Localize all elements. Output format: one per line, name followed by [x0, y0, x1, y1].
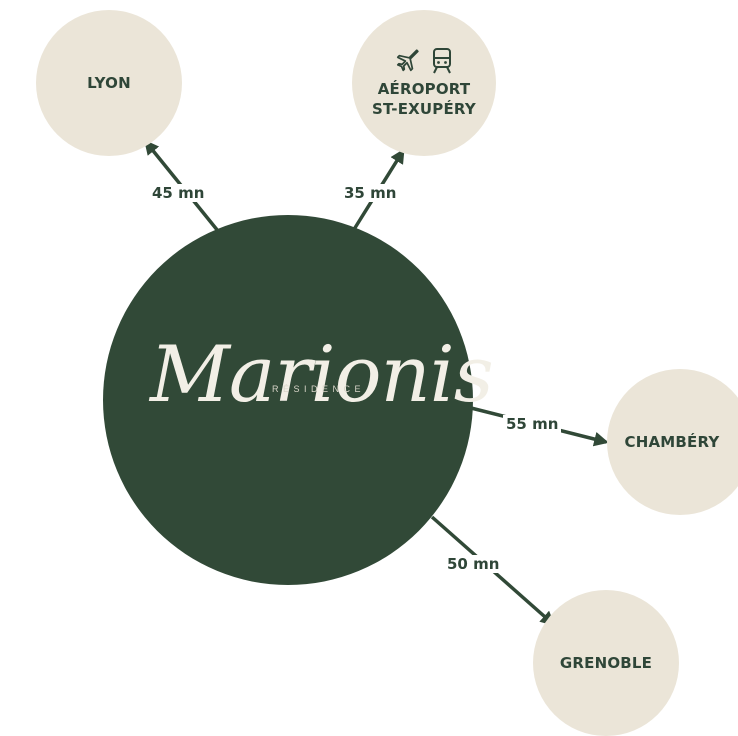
residence-logo-name: Marionis — [150, 330, 494, 420]
destination-label-airport-line2: ST-EXUPÉRY — [372, 100, 476, 118]
destination-label-grenoble: GRENOBLE — [559, 654, 653, 672]
train-icon — [433, 48, 451, 74]
airplane-icon — [396, 49, 419, 72]
residence-circle — [103, 215, 473, 585]
time-label-grenoble: 50 mn — [444, 555, 503, 573]
destination-label-chambery: CHAMBÉRY — [624, 433, 720, 451]
time-label-airport: 35 mn — [341, 184, 400, 202]
residence-logo-subtitle: RÉSIDENCE — [272, 384, 366, 394]
destination-lyon: LYON — [36, 10, 182, 156]
time-label-lyon: 45 mn — [149, 184, 208, 202]
destination-label-lyon: LYON — [87, 74, 131, 92]
airport-icons — [394, 47, 454, 75]
destination-label-airport-line1: AÉROPORT — [377, 80, 471, 98]
time-label-chambery: 55 mn — [503, 415, 562, 433]
destination-chambery: CHAMBÉRY — [607, 369, 738, 515]
destination-grenoble: GRENOBLE — [533, 590, 679, 736]
destination-airport: AÉROPORT ST-EXUPÉRY — [352, 10, 496, 156]
